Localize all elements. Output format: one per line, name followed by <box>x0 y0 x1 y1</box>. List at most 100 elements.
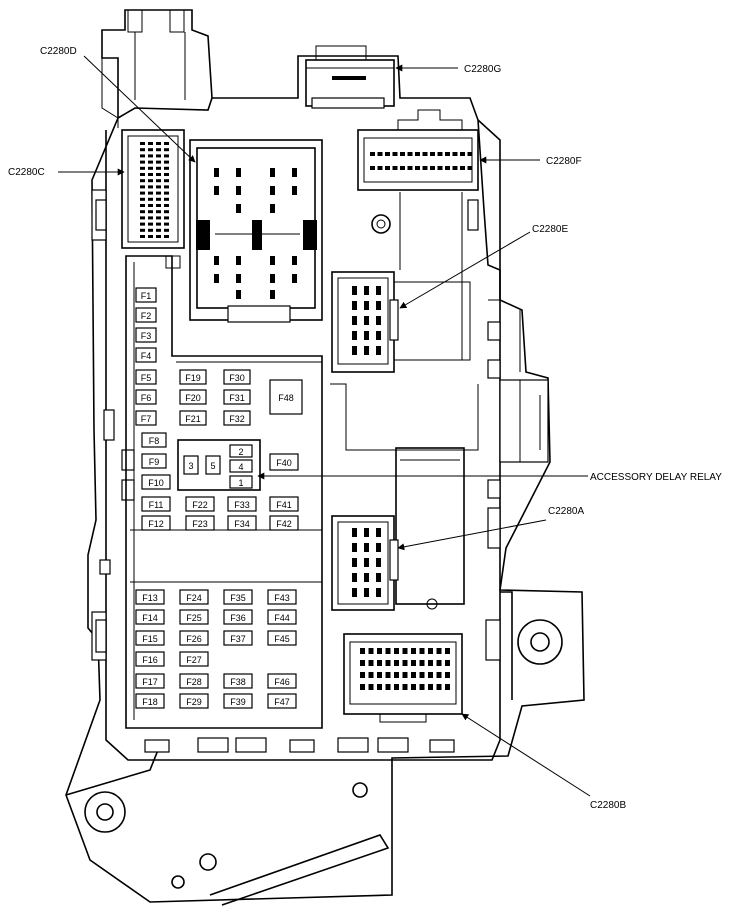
connector-pin <box>422 166 428 170</box>
connector-pin <box>377 672 382 678</box>
connector-pin <box>148 173 153 176</box>
connector-pin <box>436 672 442 678</box>
connector-pin <box>270 256 275 265</box>
connector-pin <box>140 204 145 207</box>
fuse-f11: F11 <box>141 496 171 512</box>
connector-pin <box>445 684 450 690</box>
connector-pin <box>364 346 369 355</box>
right-clips <box>467 199 549 661</box>
connector-pin <box>437 152 443 156</box>
connector-pin <box>148 148 153 152</box>
connector-pin <box>148 191 153 195</box>
mounting-boss <box>371 214 391 234</box>
connector-pin <box>376 588 381 597</box>
svg-text:F10: F10 <box>148 478 164 488</box>
fuse-f24: F24 <box>179 589 209 605</box>
svg-text:F14: F14 <box>142 613 158 623</box>
fuse-f21: F21 <box>179 410 207 426</box>
svg-text:F8: F8 <box>149 436 160 446</box>
svg-text:F41: F41 <box>276 500 292 510</box>
fuse-f32: F32 <box>223 410 251 426</box>
connector-pin <box>402 672 408 678</box>
connector-pin <box>156 179 161 183</box>
connector-c2280g <box>305 45 395 109</box>
connector-pin <box>364 573 369 582</box>
svg-text:F38: F38 <box>230 677 246 687</box>
connector-pin <box>292 274 297 283</box>
svg-text:F23: F23 <box>192 519 208 529</box>
connector-pin <box>376 573 381 582</box>
connector-pin <box>164 166 169 170</box>
fuse-f18: F18 <box>135 693 165 709</box>
fuse-f1: F1 <box>135 287 157 303</box>
connector-pin <box>436 648 442 654</box>
svg-text:F17: F17 <box>142 677 158 687</box>
relay-pin-1: 1 <box>238 478 243 488</box>
svg-text:F28: F28 <box>186 677 202 687</box>
connector-pin <box>140 235 145 238</box>
connector-pin <box>164 154 169 158</box>
connector-pin <box>270 290 275 299</box>
fuse-f43: F43 <box>267 589 297 605</box>
connector-pin <box>156 197 161 201</box>
connector-pin <box>236 186 241 195</box>
svg-text:F5: F5 <box>141 373 152 383</box>
connector-pin <box>140 154 145 158</box>
connector-pin <box>214 274 219 283</box>
connector-pin <box>148 166 153 170</box>
connector-pin <box>164 142 169 145</box>
connector-pin <box>445 166 450 170</box>
connector-pin <box>428 672 433 678</box>
connector-pin <box>164 179 169 183</box>
connector-pin <box>360 672 365 678</box>
svg-text:F39: F39 <box>230 697 246 707</box>
leader-lines <box>58 55 591 797</box>
connector-pin <box>156 216 161 220</box>
connector-pin <box>364 543 369 552</box>
connector-pin <box>419 684 425 690</box>
connector-pin <box>140 197 145 201</box>
connector-pin <box>140 222 145 226</box>
fuse-f38: F38 <box>223 673 253 689</box>
connector-pin <box>270 204 275 213</box>
connector-pin <box>364 528 369 537</box>
svg-text:F15: F15 <box>142 634 158 644</box>
fuse-f33: F33 <box>227 496 257 512</box>
connector-pin <box>156 160 161 164</box>
connector-pin <box>411 648 416 654</box>
svg-text:F11: F11 <box>149 500 164 510</box>
fuse-f41: F41 <box>269 496 299 512</box>
connector-pin <box>376 331 381 340</box>
svg-text:F6: F6 <box>141 393 152 403</box>
svg-text:F42: F42 <box>276 519 292 529</box>
connector-pin <box>377 660 382 666</box>
connector-pin <box>467 152 473 156</box>
svg-text:F2: F2 <box>141 311 152 321</box>
fuse-f27: F27 <box>179 651 209 667</box>
connector-pin <box>148 160 153 164</box>
connector-pin <box>352 558 357 567</box>
label-c2280d: C2280D <box>40 46 77 57</box>
fuse-grid: F1 F2 F3 F4 F5 F6 F7 F8 F9 F10 F11 F12 F… <box>135 287 303 709</box>
connector-pin <box>402 648 408 654</box>
connector-pin <box>292 256 297 265</box>
svg-text:F26: F26 <box>186 634 202 644</box>
connector-pin <box>364 331 369 340</box>
connector-pin <box>419 648 425 654</box>
connector-pin <box>385 684 391 690</box>
fuse-f46: F46 <box>267 673 297 689</box>
label-c2280e: C2280E <box>532 224 568 235</box>
connector-pin <box>156 142 161 145</box>
fuse-f4: F4 <box>135 347 157 363</box>
connector-pin <box>428 684 433 690</box>
connector-pin <box>156 148 161 152</box>
connector-pin <box>164 228 169 232</box>
connector-pin <box>370 166 375 170</box>
connector-pin <box>164 210 169 214</box>
connector-pin <box>214 168 219 177</box>
connector-pin <box>419 672 425 678</box>
connector-pin <box>164 222 169 226</box>
relay-block-right <box>395 447 465 605</box>
connector-pin <box>376 558 381 567</box>
svg-text:F33: F33 <box>234 500 250 510</box>
